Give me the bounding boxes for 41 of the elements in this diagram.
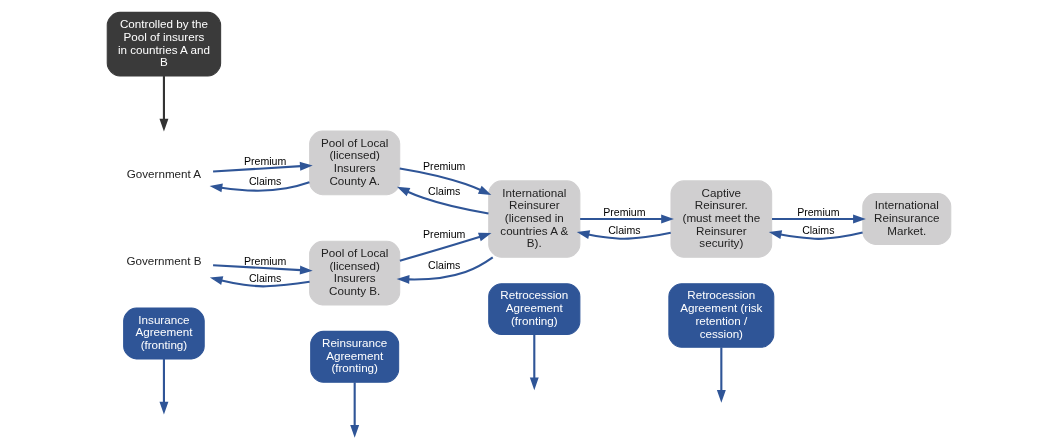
edge-label: Claims bbox=[248, 271, 281, 284]
arrow bbox=[158, 76, 168, 132]
arrow bbox=[771, 214, 866, 224]
node-box: Retrocession Agreement (fronting) bbox=[487, 283, 580, 336]
edge-label: Claims bbox=[427, 184, 460, 197]
node-box: Pool of Local (licensed) Insurers County A. bbox=[308, 130, 400, 196]
arrow bbox=[396, 256, 493, 284]
node-text: Government B bbox=[125, 254, 201, 268]
arrow bbox=[716, 347, 726, 403]
arrow bbox=[209, 276, 310, 288]
edge-label: Premium bbox=[602, 205, 646, 218]
edge-label: Premium bbox=[243, 254, 286, 267]
edge-label: Premium bbox=[796, 205, 839, 218]
node-box: Pool of Local (licensed) Insurers County B. bbox=[308, 240, 400, 306]
edge-label: Claims bbox=[427, 258, 460, 271]
arrow bbox=[158, 359, 168, 415]
node-box: Captive Reinsurer. (must meet the Reinsurer security) bbox=[669, 180, 772, 258]
node-box: Retrocession Agreement (risk retention / cession) bbox=[667, 283, 774, 348]
arrow bbox=[212, 264, 313, 275]
edge-label: Premium bbox=[422, 228, 465, 241]
arrow bbox=[212, 161, 313, 173]
arrow bbox=[349, 382, 359, 438]
arrow bbox=[396, 186, 489, 215]
node-box: Insurance Agreement (fronting) bbox=[122, 307, 205, 360]
node-text: Government A bbox=[126, 166, 201, 180]
arrow bbox=[768, 230, 863, 240]
node-box: Controlled by the Pool of insurers in countries A and B bbox=[106, 11, 221, 77]
node-box: International Reinsurer (licensed in countries A & B). bbox=[487, 180, 580, 258]
node-box: Reinsurance Agreement (fronting) bbox=[309, 330, 399, 383]
arrow bbox=[529, 334, 539, 391]
edge-label: Claims bbox=[248, 175, 281, 188]
edge-label: Claims bbox=[801, 223, 834, 236]
arrow bbox=[579, 214, 674, 224]
arrow bbox=[399, 167, 491, 195]
arrow bbox=[209, 181, 310, 193]
arrow bbox=[576, 230, 671, 240]
node-box: International Reinsurance Market. bbox=[861, 193, 951, 245]
arrow bbox=[399, 232, 491, 262]
edge-label: Premium bbox=[422, 160, 465, 173]
edge-label: Claims bbox=[607, 223, 641, 236]
edge-label: Premium bbox=[243, 155, 286, 167]
